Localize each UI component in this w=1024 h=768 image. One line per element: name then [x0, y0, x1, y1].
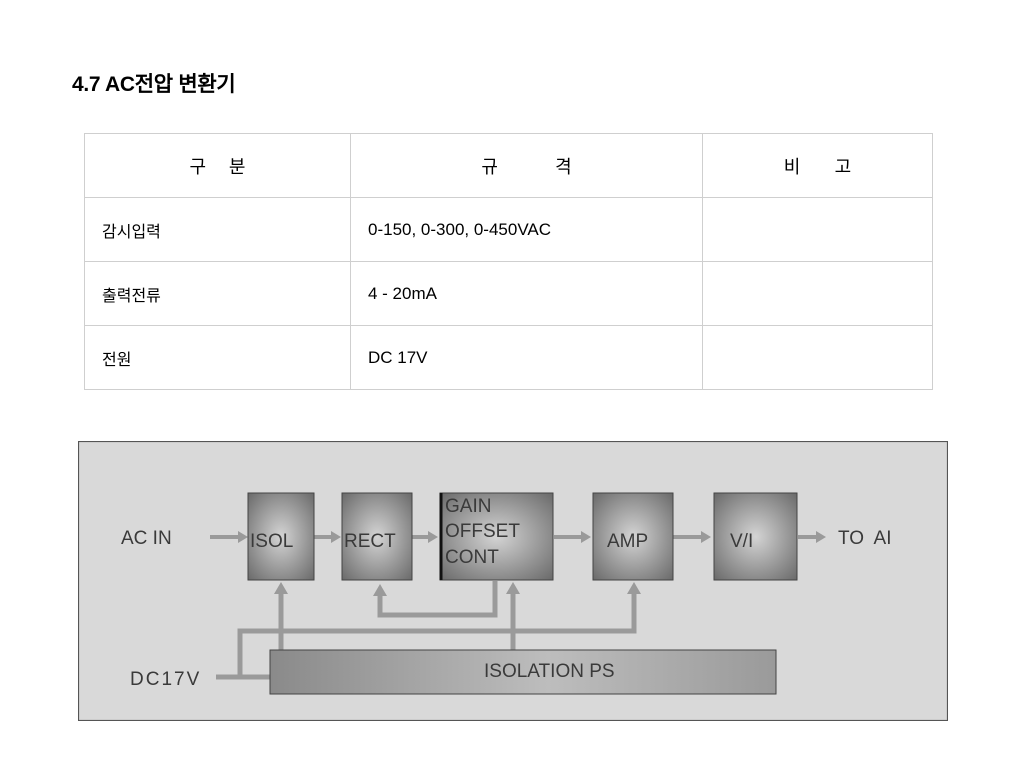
- signal-arrow-heads: [238, 531, 826, 543]
- rect-block: [341, 492, 413, 581]
- cell-spec: 4 - 20mA: [350, 261, 703, 326]
- gain-offset-block: [439, 492, 554, 581]
- cont-label: CONT: [445, 547, 499, 568]
- offset-label: OFFSET: [445, 521, 520, 542]
- ac-in-label: AC IN: [121, 528, 172, 549]
- header-remarks: 비 고: [702, 133, 933, 198]
- header-category: 구 분: [84, 133, 351, 198]
- cell-category: 감시입력: [84, 197, 351, 262]
- amp-label: AMP: [607, 531, 648, 552]
- amp-block: [592, 492, 674, 581]
- isolation-ps-label: ISOLATION PS: [484, 661, 615, 682]
- cell-spec: 0-150, 0-300, 0-450VAC: [350, 197, 703, 262]
- cell-remarks: [702, 197, 933, 262]
- isol-block: [247, 492, 315, 581]
- table-row: 전원 DC 17V: [84, 325, 933, 390]
- section-title: 4.7 AC전압 변환기: [72, 73, 236, 96]
- dc17v-label: DC17V: [130, 669, 201, 690]
- power-bus-lines: [216, 581, 637, 680]
- table-row: 출력전류 4 - 20mA: [84, 261, 933, 326]
- block-diagram: AC IN ISOL RECT GAIN OFFSET CONT AMP V/I…: [78, 441, 948, 721]
- vi-block: [713, 492, 798, 581]
- vi-label: V/I: [730, 531, 753, 552]
- to-ai-label: TO AI: [838, 528, 892, 549]
- spec-table: 구 분 규 격 비 고 감시입력 0-150, 0-300, 0-450VAC …: [84, 133, 933, 390]
- cell-remarks: [702, 261, 933, 326]
- isolation-ps-block: [269, 649, 777, 695]
- header-spec: 규 격: [350, 133, 703, 198]
- cell-remarks: [702, 325, 933, 390]
- cell-spec: DC 17V: [350, 325, 703, 390]
- cell-category: 출력전류: [84, 261, 351, 326]
- table-row: 감시입력 0-150, 0-300, 0-450VAC: [84, 197, 933, 262]
- rect-label: RECT: [344, 531, 396, 552]
- table-header-row: 구 분 규 격 비 고: [84, 133, 933, 198]
- cell-category: 전원: [84, 325, 351, 390]
- gain-label: GAIN: [445, 496, 491, 517]
- isol-label: ISOL: [250, 531, 293, 552]
